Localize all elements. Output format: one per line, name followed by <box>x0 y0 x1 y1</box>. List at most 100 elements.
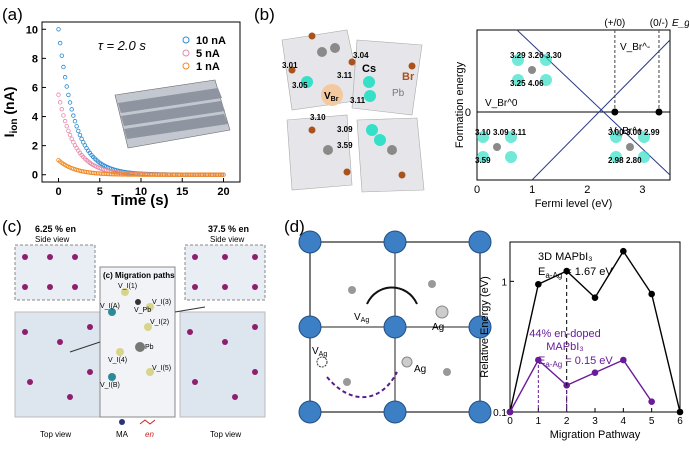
x-tick-label: 10 <box>135 186 147 198</box>
panel-a-tau: τ = 2.0 s <box>98 38 146 53</box>
y-tick-label: 0 <box>32 170 38 182</box>
x-tick-label: 3 <box>592 416 598 427</box>
legend-10na: 10 nA <box>196 35 226 47</box>
svg-text:3.26: 3.26 <box>528 51 544 60</box>
x-tick-label: 0 <box>474 184 480 196</box>
bond-length: 3.09 <box>337 125 353 134</box>
svg-text:3.29: 3.29 <box>510 51 526 60</box>
pb-label: Pb <box>392 88 405 99</box>
ag-atom <box>401 356 413 368</box>
panel-a-ylabel: Iion (nA) <box>1 87 20 138</box>
x-tick-label: 0 <box>55 186 61 198</box>
series-0-point <box>77 132 83 138</box>
series-1-point <box>62 118 68 124</box>
crystal-structure: 3.04 3.01 3.11 3.05 Cs Br Pb VBr 3.10 3.… <box>281 29 425 193</box>
bond-length: 3.10 <box>310 113 326 122</box>
panel-b-xlabel: Fermi level (eV) <box>535 198 613 210</box>
svg-text:2.98: 2.98 <box>608 156 624 165</box>
panel-a-xlabel: Time (s) <box>111 192 168 209</box>
panel-b-label: (b) <box>254 5 275 24</box>
x-tick-label: 5 <box>649 416 655 427</box>
svg-text:3.59: 3.59 <box>475 156 491 165</box>
series-1-title-2: MAPbI₃ <box>546 341 584 353</box>
site-label: V_I(5) <box>152 365 171 372</box>
panel-a-legend: 10 nA 5 nA 1 nA <box>182 35 226 73</box>
arrow-right <box>174 306 206 313</box>
y-tick-label: 1 <box>501 277 507 288</box>
series-1-point <box>620 356 627 364</box>
br-label: Br <box>402 71 415 83</box>
pb-atom <box>330 43 340 53</box>
pb-atom <box>387 145 397 155</box>
svg-text:2.99: 2.99 <box>644 128 660 137</box>
site-label: V_I(A) <box>100 303 120 310</box>
right-top-view: Top view <box>210 430 241 439</box>
svg-text:3.10: 3.10 <box>475 128 491 137</box>
right-side-structure <box>184 244 266 301</box>
y-tick-label: 4 <box>32 112 39 124</box>
x-tick-label: 2 <box>564 416 570 427</box>
ma-molecule <box>343 378 351 386</box>
series-0-point <box>67 100 73 105</box>
cs-atom <box>366 124 378 136</box>
y-tick-label: 10 <box>26 24 38 36</box>
right-title: 37.5 % en <box>208 224 249 234</box>
vag-top: VAg <box>354 312 369 324</box>
series-1-point <box>64 124 69 129</box>
cs-atom <box>301 76 313 88</box>
site-label: V_I(B) <box>100 382 120 389</box>
br-atom <box>288 66 296 74</box>
svg-text:4.06: 4.06 <box>528 79 544 88</box>
svg-text:3.09: 3.09 <box>493 128 509 137</box>
transition-label: (0/-) <box>650 18 668 29</box>
series-0-point <box>59 53 64 58</box>
series-1-point <box>591 369 599 376</box>
legend-10na-marker <box>182 36 190 44</box>
site-label: V_I(2) <box>150 319 169 326</box>
panel-b-figure: (b) 3.04 3.01 3.11 3.05 Cs Br Pb VBr 3.1… <box>254 5 689 210</box>
pb-lattice-atom <box>298 230 322 254</box>
transition-label: (+/0) <box>604 18 625 29</box>
migration-sites: V_I(1) V_I(A) V_I(3) V_I(2) V_I(4) V_I(B… <box>100 283 171 389</box>
panel-c: (c) 6.25 % en 37.5 % en Side view Side v… <box>0 212 278 451</box>
series-0-point <box>64 84 69 89</box>
svg-text:2.80: 2.80 <box>626 156 642 165</box>
pb-lattice-atom <box>383 400 407 424</box>
series-1-point <box>648 398 655 405</box>
series-0-point <box>71 113 76 118</box>
x-tick-label: 20 <box>217 186 229 198</box>
y-tick-label: 6 <box>32 82 38 94</box>
legend-en: en <box>145 430 154 439</box>
vag-bottom: VAg <box>312 346 327 358</box>
left-title: 6.25 % en <box>35 224 76 234</box>
series-1-energy: Ea-Ag = 0.15 eV <box>538 355 613 369</box>
legend-5na-marker <box>182 49 190 57</box>
series-0-energy: Ea-Ag = 1.67 eV <box>538 266 613 280</box>
cs-label: Cs <box>362 63 376 75</box>
panel-c-figure: (c) 6.25 % en 37.5 % en Side view Side v… <box>2 217 266 439</box>
state-label: V_Br^- <box>620 42 650 53</box>
panel-b-ylabel: Formation energy <box>454 61 466 148</box>
series-0-title: 3D MAPbI₃ <box>538 251 593 263</box>
panel-c-label: (c) <box>2 217 22 236</box>
site-label: V_I(3) <box>152 299 171 306</box>
state-label: V_Br^+ <box>610 126 643 137</box>
ag-atom <box>435 305 449 319</box>
series-0-point <box>535 280 542 288</box>
x-tick-label: 4 <box>621 416 627 427</box>
migration-title: (c) Migration paths <box>103 271 175 280</box>
x-tick-label: 3 <box>639 184 645 196</box>
migration-arrow-bottom <box>326 371 398 399</box>
series-1-point <box>506 408 514 416</box>
vbr-minus-line <box>516 29 671 176</box>
pb-atom <box>323 145 333 155</box>
svg-text:3.00: 3.00 <box>608 128 624 137</box>
left-side-structure <box>14 244 96 301</box>
y-tick-label: 0 <box>465 107 471 119</box>
site-label: V_I(1) <box>118 283 137 290</box>
br-atom <box>343 168 351 176</box>
